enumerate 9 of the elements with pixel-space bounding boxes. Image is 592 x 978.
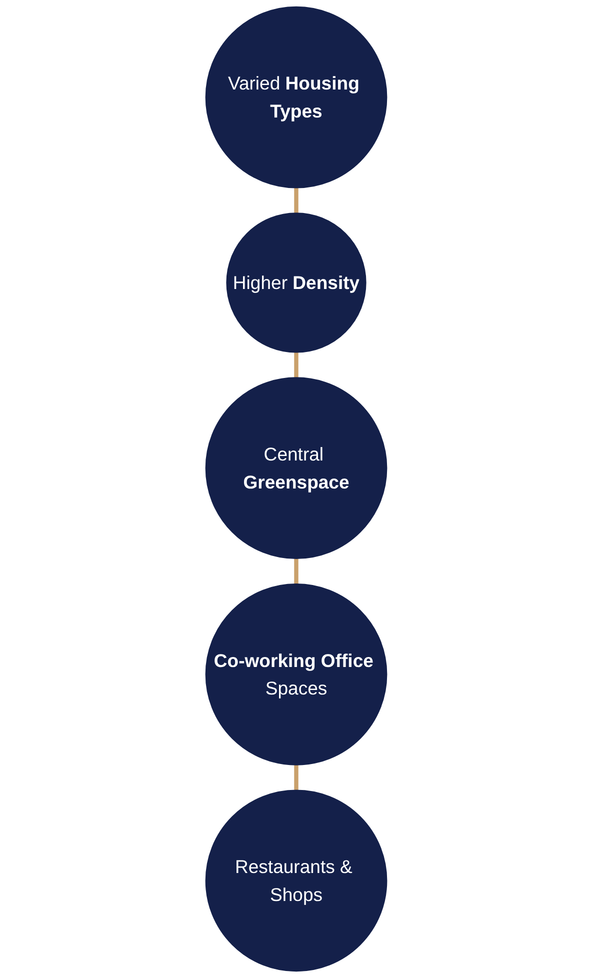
connector bbox=[294, 558, 298, 584]
connector bbox=[294, 764, 298, 790]
connector bbox=[294, 352, 298, 378]
node-circle: Co-working Office Spaces bbox=[205, 583, 387, 766]
node-circle: Restaurants & Shops bbox=[205, 790, 387, 972]
node-circle: Varied Housing Types bbox=[205, 6, 387, 188]
node-circle: Higher Density bbox=[226, 212, 366, 353]
connector bbox=[294, 188, 298, 214]
node-circle: Central Greenspace bbox=[205, 377, 387, 560]
